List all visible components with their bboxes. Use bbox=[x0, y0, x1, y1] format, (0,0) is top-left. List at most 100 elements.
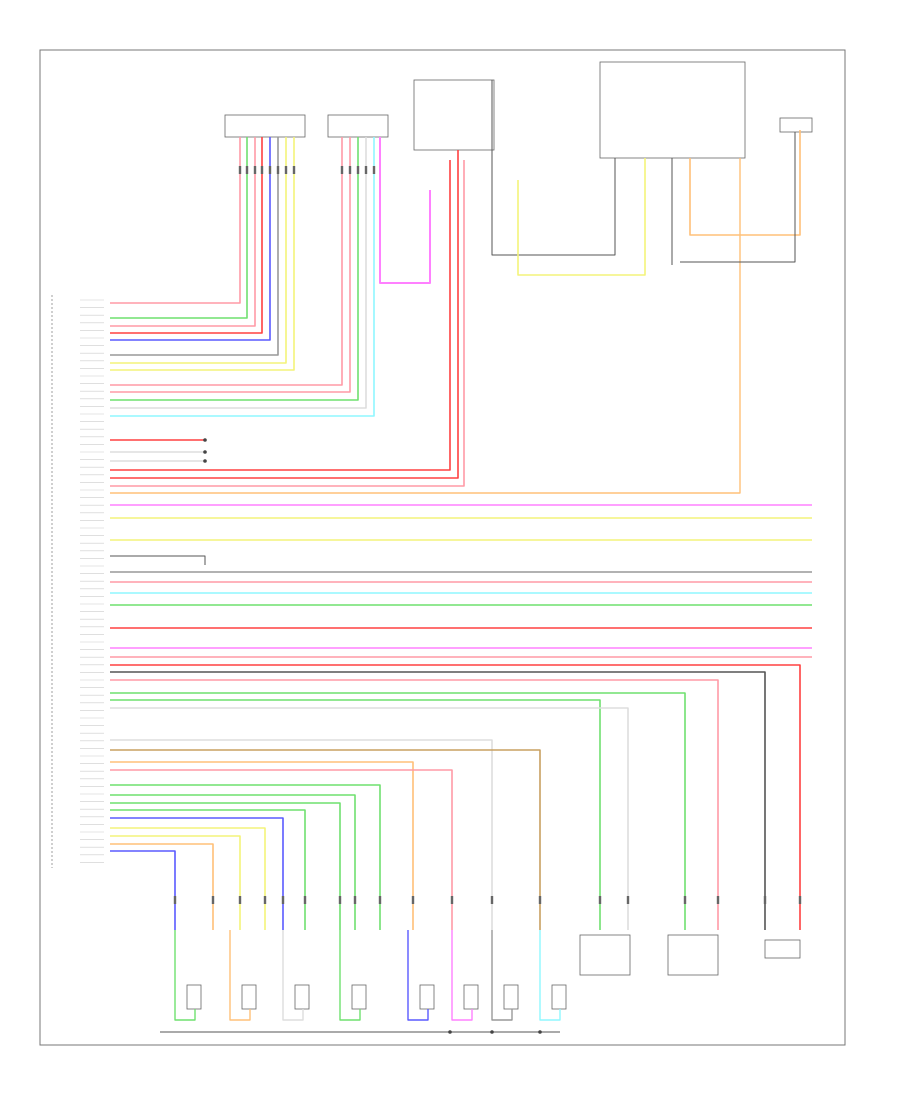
harness-wire-top-5 bbox=[110, 137, 279, 356]
top-connector-pin bbox=[364, 166, 368, 174]
top-connector-pin bbox=[356, 166, 360, 174]
speed-sensor-box-2 bbox=[667, 934, 719, 976]
top-connector-pin bbox=[348, 166, 352, 174]
solenoid-box-3 bbox=[351, 984, 367, 1010]
bottom-connector-pin bbox=[626, 896, 630, 904]
marks bbox=[173, 166, 802, 1034]
drop-harness-wire-3 bbox=[110, 692, 686, 930]
stub-terminal bbox=[203, 438, 207, 442]
solenoid-box-5 bbox=[463, 984, 479, 1010]
lamp-black-wire bbox=[680, 132, 796, 263]
junction-yellow-wire bbox=[517, 158, 646, 276]
bottom-connector-pin bbox=[683, 896, 687, 904]
ecm-stub-wire-ground bbox=[110, 555, 206, 565]
remote-keyless-entry-module-box bbox=[224, 114, 306, 138]
harness-wire-top-7 bbox=[110, 137, 295, 371]
bottom-connector-pin bbox=[716, 896, 720, 904]
top-connector-pin bbox=[238, 166, 242, 174]
drop-harness-wire-17 bbox=[110, 843, 214, 930]
bottom-connector-pin bbox=[538, 896, 542, 904]
top-connector-pin bbox=[268, 166, 272, 174]
solenoid-wire-2 bbox=[282, 930, 304, 1021]
bottom-connector-pin bbox=[263, 896, 267, 904]
harness-wire-top-1 bbox=[110, 137, 248, 319]
top-connector-pin bbox=[253, 166, 257, 174]
ecm-orange-wire bbox=[110, 158, 741, 494]
top-connector-pin bbox=[284, 166, 288, 174]
drop-harness-wire-5 bbox=[110, 707, 629, 930]
solenoid-box-4 bbox=[419, 984, 435, 1010]
relay-red-wire-2 bbox=[110, 150, 459, 479]
speed-sensor-box-1 bbox=[579, 934, 631, 976]
violet-loop-wire bbox=[379, 137, 431, 284]
harness-wire-top-12 bbox=[110, 137, 375, 417]
top-connector-pin bbox=[340, 166, 344, 174]
harness-wire-top-3 bbox=[110, 137, 263, 334]
top-connector-pin bbox=[292, 166, 296, 174]
solenoid-box-6 bbox=[503, 984, 519, 1010]
stub-terminal bbox=[203, 450, 207, 454]
drop-harness-wire-9 bbox=[110, 769, 453, 930]
solenoid-box-2 bbox=[294, 984, 310, 1010]
bottom-connector-pin bbox=[353, 896, 357, 904]
bottom-connector-pin bbox=[211, 896, 215, 904]
drop-harness-wire-4 bbox=[110, 699, 601, 930]
bottom-connector-pin bbox=[173, 896, 177, 904]
harness-wire-top-10 bbox=[110, 137, 359, 401]
bottom-connector-pin bbox=[490, 896, 494, 904]
wires bbox=[110, 80, 812, 1033]
harness-wire-top-11 bbox=[110, 137, 367, 409]
bottom-connector-pin bbox=[281, 896, 285, 904]
bottom-connector-pin bbox=[338, 896, 342, 904]
bottom-connector-pin bbox=[303, 896, 307, 904]
bottom-connector-pin bbox=[598, 896, 602, 904]
drop-harness-wire-8 bbox=[110, 761, 414, 930]
harness-wire-top-9 bbox=[110, 137, 351, 393]
bottom-connector-pin bbox=[798, 896, 802, 904]
security-module-box bbox=[327, 114, 389, 138]
lamp-orange-wire bbox=[689, 130, 801, 236]
top-connector-pin bbox=[260, 166, 264, 174]
drop-harness-wire-11 bbox=[110, 794, 356, 930]
harness-wire-top-8 bbox=[110, 137, 343, 386]
solenoid-wire-4 bbox=[407, 930, 429, 1021]
solenoid-wire-3 bbox=[339, 930, 361, 1021]
top-connector-pin bbox=[276, 166, 280, 174]
bottom-connector-pin bbox=[763, 896, 767, 904]
solenoid-box-0 bbox=[186, 984, 202, 1010]
harness-wire-top-2 bbox=[110, 137, 256, 327]
solenoid-wire-6 bbox=[491, 930, 513, 1021]
drop-harness-wire-14 bbox=[110, 817, 284, 930]
solenoid-wire-0 bbox=[174, 930, 196, 1021]
drop-harness-wire-18 bbox=[110, 850, 176, 930]
bottom-connector-pin bbox=[378, 896, 382, 904]
right-lamp-connector-box bbox=[779, 117, 813, 133]
relay-ground-wire bbox=[491, 80, 616, 256]
ground-splice bbox=[490, 1030, 494, 1034]
drop-harness-wire-6 bbox=[110, 739, 493, 930]
bottom-connector-pin bbox=[450, 896, 454, 904]
drop-harness-wire-1 bbox=[110, 671, 766, 930]
ground-splice bbox=[448, 1030, 452, 1034]
ground-splice bbox=[538, 1030, 542, 1034]
drop-harness-wire-12 bbox=[110, 802, 341, 930]
solenoid-wire-1 bbox=[229, 930, 251, 1021]
solenoid-box-1 bbox=[241, 984, 257, 1010]
drop-harness-wire-13 bbox=[110, 809, 306, 930]
harness-wire-top-0 bbox=[110, 137, 241, 304]
junction-block-box bbox=[599, 61, 746, 159]
solenoid-box-7 bbox=[551, 984, 567, 1010]
solenoid-wire-7 bbox=[539, 930, 561, 1021]
components bbox=[51, 61, 813, 1010]
drop-harness-wire-0 bbox=[110, 664, 801, 930]
bottom-connector-pin bbox=[411, 896, 415, 904]
relay-red-wire-1 bbox=[110, 160, 451, 471]
temp-sensor-box bbox=[764, 939, 801, 959]
harness-wire-top-4 bbox=[110, 137, 271, 341]
relay-box bbox=[413, 79, 495, 151]
drop-harness-wire-7 bbox=[110, 749, 541, 930]
diagram-border bbox=[39, 49, 846, 1046]
top-connector-pin bbox=[372, 166, 376, 174]
harness-wire-top-6 bbox=[110, 137, 287, 364]
